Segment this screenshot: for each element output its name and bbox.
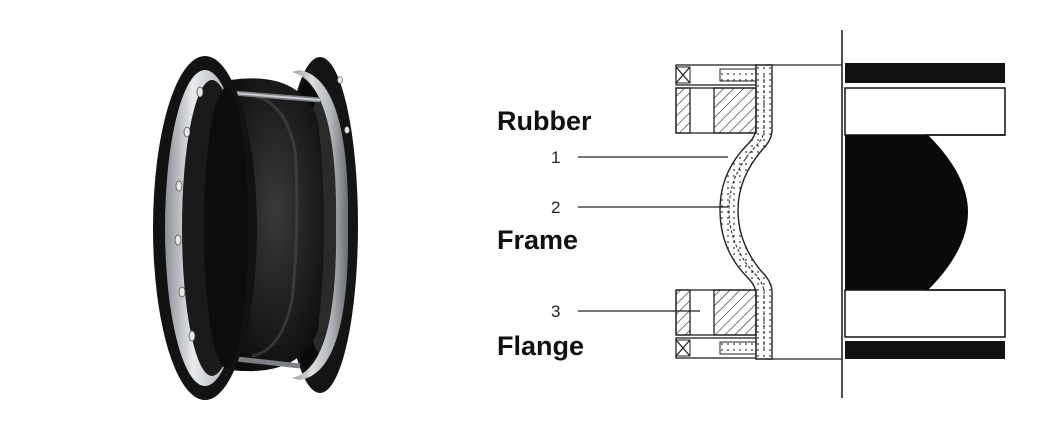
callout-3: 3 [551,302,561,321]
right-bulge [845,135,968,290]
callout-1: 1 [551,148,561,167]
cross-section [578,30,843,398]
right-top-bar [845,63,1005,83]
right-bottom-bar [845,341,1005,359]
label-flange: Flange [497,331,585,361]
label-frame: Frame [497,225,579,255]
section-right [844,63,1006,359]
callout-2: 2 [551,198,561,217]
frame-layer [728,75,765,350]
label-rubber: Rubber [497,106,592,136]
bolt-holes [174,86,204,342]
rubber-wall [719,64,773,360]
joint-photo [153,56,358,400]
